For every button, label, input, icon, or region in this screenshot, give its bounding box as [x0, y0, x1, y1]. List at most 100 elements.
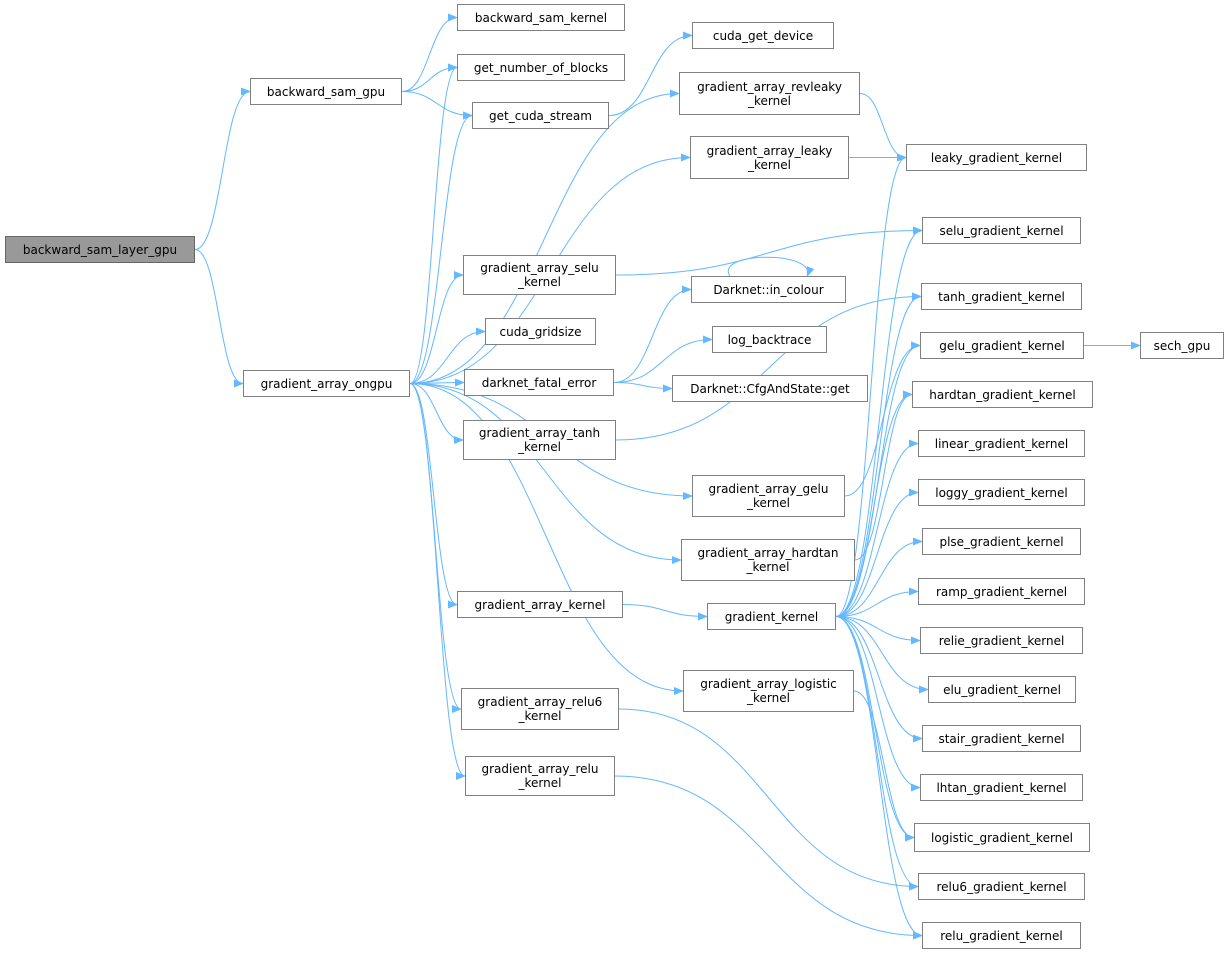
node-backward-sam-gpu[interactable]: backward_sam_gpu: [250, 78, 402, 105]
node-ramp-gradient-kernel[interactable]: ramp_gradient_kernel: [918, 578, 1085, 605]
node-leaky-gradient-kernel[interactable]: leaky_gradient_kernel: [906, 144, 1087, 171]
node-label: elu_gradient_kernel: [943, 682, 1061, 697]
edge-gcs-to-cgd: [608, 31, 693, 116]
node-get-cuda-stream[interactable]: get_cuda_stream: [472, 102, 609, 129]
node-gradient-kernel[interactable]: gradient_kernel: [707, 603, 836, 630]
node-label: tanh_gradient_kernel: [938, 289, 1065, 304]
edge-gk-to-rgk: [835, 587, 919, 617]
node-darknet-cfgandstate-get[interactable]: Darknet::CfgAndState::get: [672, 375, 868, 402]
node-label: _kernel: [518, 440, 561, 454]
edge-ongpu-to-gar: [409, 383, 466, 780]
node-label: relu_gradient_kernel: [940, 928, 1063, 943]
node-gradient-array-ongpu[interactable]: gradient_array_ongpu: [243, 370, 410, 397]
node-gradient-array-gelu-kernel[interactable]: gradient_array_gelu_kernel: [692, 475, 845, 517]
node-gradient-array-selu-kernel[interactable]: gradient_array_selu_kernel: [463, 255, 616, 295]
edge-gk-to-lingk: [835, 439, 919, 617]
edge-gk-to-rlgk: [835, 616, 921, 645]
node-label: gelu_gradient_kernel: [939, 338, 1065, 353]
node-darknet-in-colour[interactable]: Darknet::in_colour: [691, 276, 846, 303]
node-lhtan-gradient-kernel[interactable]: lhtan_gradient_kernel: [920, 774, 1083, 801]
node-label: _kernel: [518, 275, 561, 289]
node-label: gradient_array_leaky: [706, 143, 833, 158]
edge-ongpu-to-gnb: [409, 63, 458, 384]
node-label: gradient_array_tanh: [478, 426, 601, 440]
node-label: gradient_array_revleaky: [697, 79, 842, 94]
node-hardtan-gradient-kernel[interactable]: hardtan_gradient_kernel: [912, 381, 1093, 408]
node-gradient-array-revleaky-kernel[interactable]: gradient_array_revleaky_kernel: [679, 72, 860, 115]
node-elu-gradient-kernel[interactable]: elu_gradient_kernel: [928, 676, 1076, 703]
node-tanh-gradient-kernel[interactable]: tanh_gradient_kernel: [921, 283, 1082, 310]
edge-gag-to-ggk: [844, 341, 921, 497]
node-plse-gradient-kernel[interactable]: plse_gradient_kernel: [922, 528, 1081, 555]
node-label: selu_gradient_kernel: [939, 223, 1064, 238]
node-label: _kernel: [518, 776, 562, 790]
edge-gk-to-sgk: [835, 226, 923, 617]
node-gelu-gradient-kernel[interactable]: gelu_gradient_kernel: [920, 332, 1084, 359]
node-label: gradient_array_logistic: [700, 677, 837, 691]
node-label: sech_gpu: [1153, 338, 1211, 353]
node-label: backward_sam_layer_gpu: [22, 242, 178, 257]
edge-garl-to-lgk: [859, 93, 907, 162]
edge-layer-to-bsg: [194, 87, 251, 250]
node-label: gradient_kernel: [724, 609, 819, 624]
edge-gk-to-logigk: [835, 616, 915, 842]
edge-gar-to-regk: [614, 775, 923, 940]
node-label: _kernel: [747, 496, 790, 510]
edge-layer-to-ongpu: [194, 249, 244, 388]
node-darknet-fatal-error[interactable]: darknet_fatal_error: [464, 369, 614, 396]
node-label: loggy_gradient_kernel: [935, 485, 1068, 500]
edge-galo-to-logigk: [853, 690, 915, 842]
node-label: darknet_fatal_error: [481, 375, 597, 390]
node-label: gradient_array_ongpu: [260, 376, 393, 391]
edge-gk-to-stgk: [835, 616, 923, 743]
node-stair-gradient-kernel[interactable]: stair_gradient_kernel: [922, 725, 1081, 752]
node-relu6-gradient-kernel[interactable]: relu6_gradient_kernel: [918, 873, 1085, 900]
node-label: _kernel: [746, 560, 790, 574]
node-relu-gradient-kernel[interactable]: relu_gradient_kernel: [922, 922, 1081, 949]
edge-gk-to-pgk: [835, 537, 923, 617]
node-backward-sam-layer-gpu[interactable]: backward_sam_layer_gpu: [5, 236, 195, 263]
node-gradient-array-logistic-kernel[interactable]: gradient_array_logistic_kernel: [683, 670, 854, 712]
node-loggy-gradient-kernel[interactable]: loggy_gradient_kernel: [918, 479, 1085, 506]
node-label: backward_sam_gpu: [266, 84, 386, 99]
node-label: logistic_gradient_kernel: [930, 830, 1073, 845]
edge-gk-to-lgk: [835, 153, 907, 617]
edge-gk-to-tgk: [835, 292, 922, 617]
node-log-backtrace[interactable]: log_backtrace: [712, 326, 827, 353]
node-label: relu6_gradient_kernel: [936, 879, 1067, 894]
edge-gas-to-sgk: [615, 226, 923, 276]
node-label: gradient_array_relu6: [477, 695, 603, 709]
edge-bsg-to-bsk: [401, 13, 458, 92]
node-label: stair_gradient_kernel: [938, 731, 1065, 746]
node-label: gradient_array_relu: [481, 762, 599, 776]
edge-ongpu-to-gak: [409, 383, 458, 609]
node-backward-sam-kernel[interactable]: backward_sam_kernel: [457, 4, 625, 31]
node-gradient-array-relu-kernel[interactable]: gradient_array_relu_kernel: [465, 756, 615, 796]
edge-gk-to-lhgk: [835, 616, 921, 792]
node-cuda-get-device[interactable]: cuda_get_device: [692, 22, 834, 49]
node-label: cuda_gridsize: [499, 324, 582, 339]
node-linear-gradient-kernel[interactable]: linear_gradient_kernel: [918, 430, 1085, 457]
edge-ongpu-to-cgs: [409, 327, 486, 384]
node-gradient-array-leaky-kernel[interactable]: gradient_array_leaky_kernel: [690, 136, 849, 179]
edge-gk-to-hgk: [835, 390, 913, 617]
node-label: cuda_get_device: [712, 28, 814, 43]
node-label: backward_sam_kernel: [474, 10, 608, 25]
node-label: ramp_gradient_kernel: [935, 584, 1068, 599]
edge-gk-to-r6gk: [835, 616, 919, 891]
node-cuda-gridsize[interactable]: cuda_gridsize: [485, 318, 596, 345]
node-sech-gpu[interactable]: sech_gpu: [1140, 332, 1224, 359]
node-get-number-of-blocks[interactable]: get_number_of_blocks: [457, 54, 625, 81]
edge-inc-to-inc: [727, 256, 815, 277]
node-selu-gradient-kernel[interactable]: selu_gradient_kernel: [922, 217, 1081, 244]
edge-bsg-to-gnb: [401, 63, 458, 92]
node-label: hardtan_gradient_kernel: [929, 387, 1076, 402]
node-logistic-gradient-kernel[interactable]: logistic_gradient_kernel: [914, 823, 1090, 852]
node-gradient-array-relu6-kernel[interactable]: gradient_array_relu6_kernel: [461, 688, 619, 730]
node-relie-gradient-kernel[interactable]: relie_gradient_kernel: [920, 627, 1083, 654]
node-gradient-array-tanh-kernel[interactable]: gradient_array_tanh_kernel: [463, 420, 616, 460]
node-gradient-array-hardtan-kernel[interactable]: gradient_array_hardtan_kernel: [681, 539, 855, 581]
node-gradient-array-kernel[interactable]: gradient_array_kernel: [457, 591, 623, 618]
